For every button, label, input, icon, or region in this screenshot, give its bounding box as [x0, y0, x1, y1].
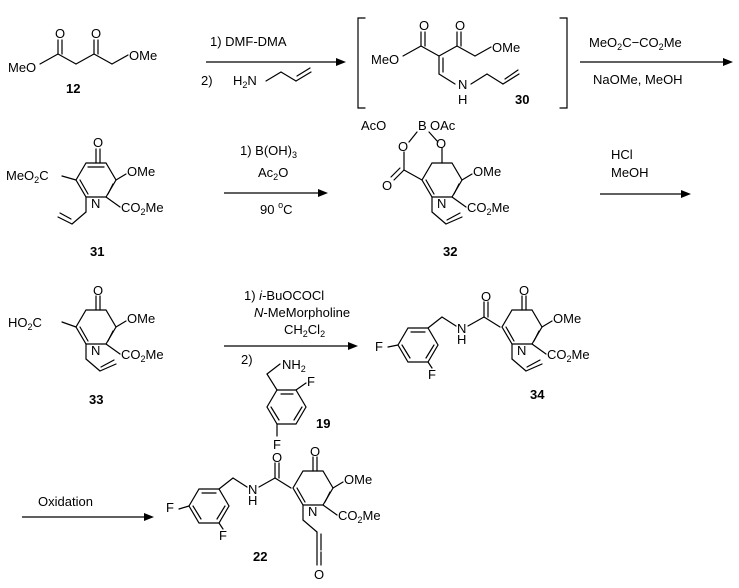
- compound-30: MeO O O OMe N H 30: [357, 17, 568, 109]
- atom-o: O: [310, 444, 320, 459]
- atom-n: N: [308, 504, 317, 519]
- atom-meo: MeO: [371, 52, 399, 67]
- compound-32: AcO B OAc O O O OMe N CO2Me 32: [361, 118, 510, 259]
- atom-o: O: [272, 450, 282, 465]
- atom-f: F: [307, 374, 315, 389]
- compound-33: HO2C O OMe N CO2Me 33: [8, 283, 164, 407]
- compound-number-30: 30: [515, 92, 529, 107]
- atom-n: N: [91, 196, 100, 211]
- condition-text: 1) DMF-DMA: [210, 34, 287, 49]
- reaction-arrow-3: 1) B(OH)3 Ac2O 90 oC: [224, 143, 328, 217]
- atom-n: N: [457, 321, 466, 336]
- compound-number-33: 33: [89, 392, 103, 407]
- atom-h: H: [458, 92, 467, 107]
- condition-text: 2): [201, 73, 213, 88]
- compound-number-31: 31: [90, 244, 104, 259]
- atom-co2me: CO2Me: [547, 347, 590, 364]
- condition-text: NaOMe, MeOH: [593, 72, 683, 87]
- atom-nh2: NH2: [282, 357, 306, 374]
- compound-number-12: 12: [66, 81, 80, 96]
- atom-ome: OMe: [473, 164, 501, 179]
- compound-22: F F N H O O OMe N CO2Me O 22: [166, 444, 381, 582]
- atom-o: O: [55, 26, 65, 41]
- atom-o: O: [419, 18, 429, 33]
- condition-text: 90 oC: [260, 200, 292, 217]
- condition-text: HCl: [611, 147, 633, 162]
- atom-o: O: [93, 283, 103, 298]
- reaction-arrow-5: 1) i-BuOCOCl N-MeMorpholine CH2Cl2 2): [224, 288, 358, 367]
- atom-n: N: [517, 343, 526, 358]
- compound-number-19: 19: [316, 416, 330, 431]
- atom-h: H: [248, 493, 257, 508]
- condition-text: Ac2O: [258, 165, 288, 182]
- allylamine-formula: H2N: [233, 73, 257, 90]
- atom-f: F: [166, 500, 174, 515]
- condition-text: CH2Cl2: [284, 322, 325, 339]
- compound-number-32: 32: [443, 244, 457, 259]
- atom-ome: OMe: [492, 40, 520, 55]
- compound-19: NH2 F F 19: [266, 357, 330, 452]
- condition-text: Oxidation: [38, 494, 93, 509]
- compound-number-22: 22: [253, 549, 267, 564]
- atom-ome: OMe: [127, 311, 155, 326]
- atom-ho2c: HO2C: [8, 315, 42, 332]
- atom-o: O: [398, 139, 408, 154]
- reaction-arrow-1: 1) DMF-DMA 2) H2N: [201, 34, 346, 90]
- atom-co2me: CO2Me: [338, 508, 381, 525]
- condition-text: 1) B(OH)3: [240, 143, 297, 160]
- atom-o: O: [455, 18, 465, 33]
- reaction-arrow-2: MeO2C−CO2Me NaOMe, MeOH: [580, 35, 733, 87]
- atom-ome: OMe: [344, 472, 372, 487]
- atom-o: O: [481, 289, 491, 304]
- atom-o: O: [436, 136, 446, 151]
- atom-n: N: [91, 343, 100, 358]
- atom-o: O: [519, 283, 529, 298]
- atom-ome: OMe: [127, 164, 155, 179]
- atom-f: F: [428, 367, 436, 382]
- atom-o: O: [93, 135, 103, 150]
- atom-aco: AcO: [361, 118, 386, 133]
- compound-number-34: 34: [530, 387, 545, 402]
- condition-text: MeO2C−CO2Me: [589, 35, 682, 52]
- atom-n: N: [437, 196, 446, 211]
- atom-co2me: CO2Me: [467, 200, 510, 217]
- atom-meo2c: MeO2C: [6, 168, 49, 185]
- condition-text: 1) i-BuOCOCl: [244, 288, 324, 303]
- condition-text: 2): [241, 352, 253, 367]
- atom-oac: OAc: [430, 118, 456, 133]
- atom-ome: OMe: [553, 311, 581, 326]
- condition-text: N-MeMorpholine: [254, 305, 350, 320]
- compound-34: F F N H O O OMe N CO2Me 34: [375, 283, 590, 402]
- atom-h: H: [457, 332, 466, 347]
- reaction-arrow-6: Oxidation: [22, 494, 154, 521]
- atom-o: O: [382, 178, 392, 193]
- atom-f: F: [219, 528, 227, 543]
- atom-n: N: [458, 77, 467, 92]
- atom-n: N: [248, 482, 257, 497]
- atom-o: O: [314, 567, 324, 582]
- atom-o: O: [91, 26, 101, 41]
- compound-12: MeO O O OMe 12: [8, 26, 157, 96]
- atom-f: F: [375, 339, 383, 354]
- atom-co2me: CO2Me: [121, 200, 164, 217]
- atom-meo: MeO: [8, 60, 36, 75]
- condition-text: MeOH: [611, 165, 649, 180]
- atom-f: F: [273, 437, 281, 452]
- atom-b: B: [418, 118, 427, 133]
- compound-31: MeO2C O OMe N CO2Me 31: [6, 135, 164, 259]
- atom-co2me: CO2Me: [121, 347, 164, 364]
- reaction-arrow-4: HCl MeOH: [600, 147, 691, 198]
- atom-ome: OMe: [129, 48, 157, 63]
